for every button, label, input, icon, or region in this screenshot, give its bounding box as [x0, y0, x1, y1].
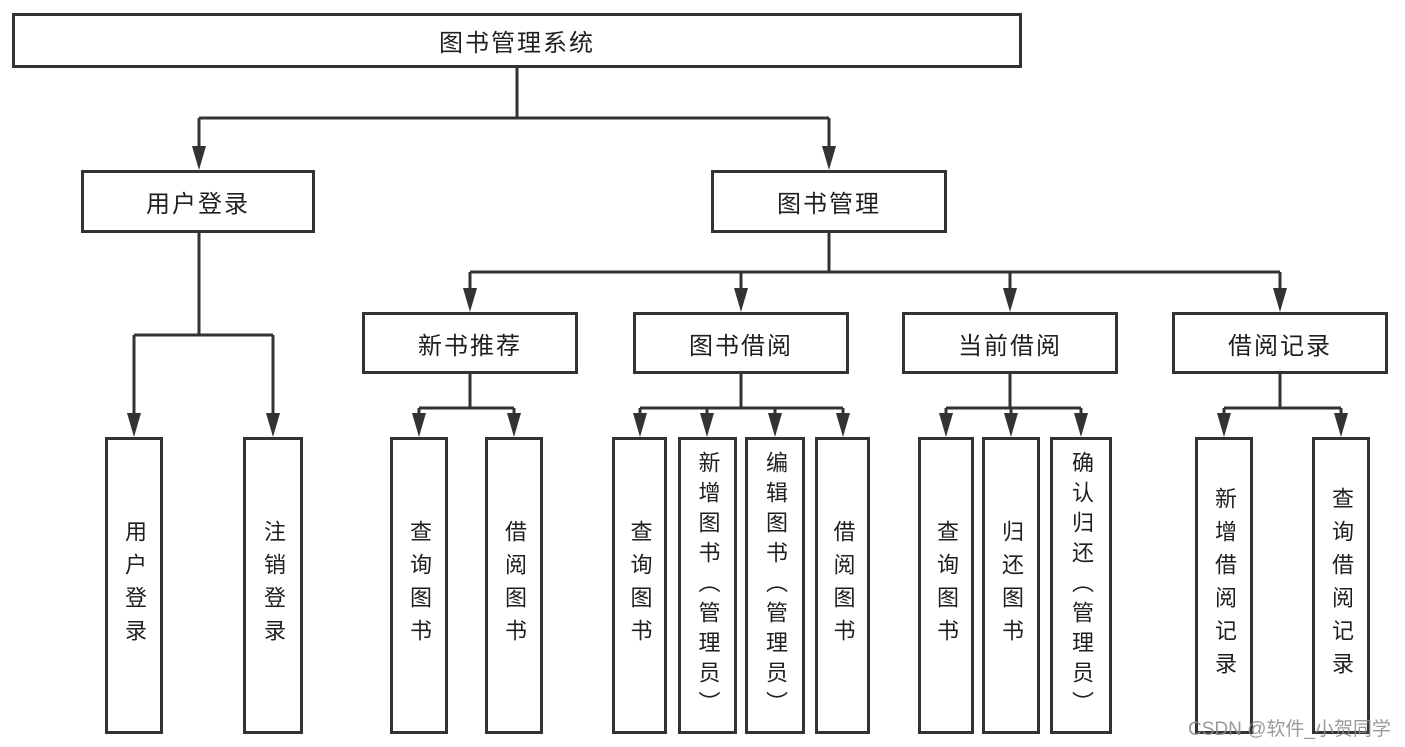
leaf-borrow-book: 借阅图书: [815, 437, 870, 734]
node-label: 图书管理: [777, 191, 881, 218]
node-label: 当前借阅: [958, 332, 1062, 360]
leaf-label: 查询图书: [407, 519, 432, 652]
node-user-login: 用户登录: [81, 170, 315, 233]
node-label: 用户登录: [146, 191, 250, 218]
node-label: 图书借阅: [689, 332, 793, 360]
leaf-label: 借阅图书: [830, 519, 856, 652]
leaf-label: 借阅图书: [502, 519, 527, 652]
leaf-label: 编辑图书（管理员）: [763, 450, 788, 721]
leaf-label: 用户登录: [122, 519, 147, 652]
node-label: 借阅记录: [1228, 332, 1332, 360]
leaf-label: 归还图书: [999, 519, 1024, 652]
leaf-label: 查询图书: [627, 519, 653, 652]
leaf-edit-book-admin: 编辑图书（管理员）: [745, 437, 805, 734]
node-label: 新书推荐: [418, 332, 522, 360]
node-root-system: 图书管理系统: [12, 13, 1022, 68]
leaf-label: 查询图书: [934, 519, 959, 652]
leaf-add-borrow-record: 新增借阅记录: [1195, 437, 1253, 734]
connector-bookborrow-to-leaves: [633, 374, 850, 437]
leaf-label: 新增借阅记录: [1212, 486, 1237, 685]
node-borrow-record: 借阅记录: [1172, 312, 1388, 374]
leaf-query-book-current: 查询图书: [918, 437, 974, 734]
leaf-user-login: 用户登录: [105, 437, 163, 734]
connector-borrowrecord-to-leaves: [1217, 374, 1348, 437]
leaf-query-book-recommend: 查询图书: [390, 437, 448, 734]
node-book-management: 图书管理: [711, 170, 947, 233]
leaf-label: 注销登录: [261, 519, 286, 652]
leaf-logout-login: 注销登录: [243, 437, 303, 734]
leaf-add-book-admin: 新增图书（管理员）: [678, 437, 737, 734]
node-book-borrow: 图书借阅: [633, 312, 849, 374]
connector-userlogin-to-leaves: [127, 233, 280, 437]
node-current-borrow: 当前借阅: [902, 312, 1118, 374]
leaf-query-book-borrow: 查询图书: [612, 437, 667, 734]
csdn-watermark: CSDN @软件_小贺同学: [1188, 719, 1391, 740]
connector-newbook-to-leaves: [412, 374, 521, 437]
connector-bookmgmt-to-level3: [463, 233, 1287, 312]
leaf-borrow-book-recommend: 借阅图书: [485, 437, 543, 734]
leaf-label: 新增图书（管理员）: [695, 450, 721, 721]
connector-currentborrow-to-leaves: [939, 374, 1088, 437]
leaf-label: 确认归还（管理员）: [1069, 450, 1094, 721]
leaf-query-borrow-record: 查询借阅记录: [1312, 437, 1370, 734]
node-label: 图书管理系统: [439, 30, 595, 57]
leaf-label: 查询借阅记录: [1329, 486, 1354, 685]
node-new-book-recommend: 新书推荐: [362, 312, 578, 374]
leaf-return-book: 归还图书: [982, 437, 1040, 734]
leaf-confirm-return-admin: 确认归还（管理员）: [1050, 437, 1112, 734]
connector-root-to-level2: [192, 68, 836, 170]
